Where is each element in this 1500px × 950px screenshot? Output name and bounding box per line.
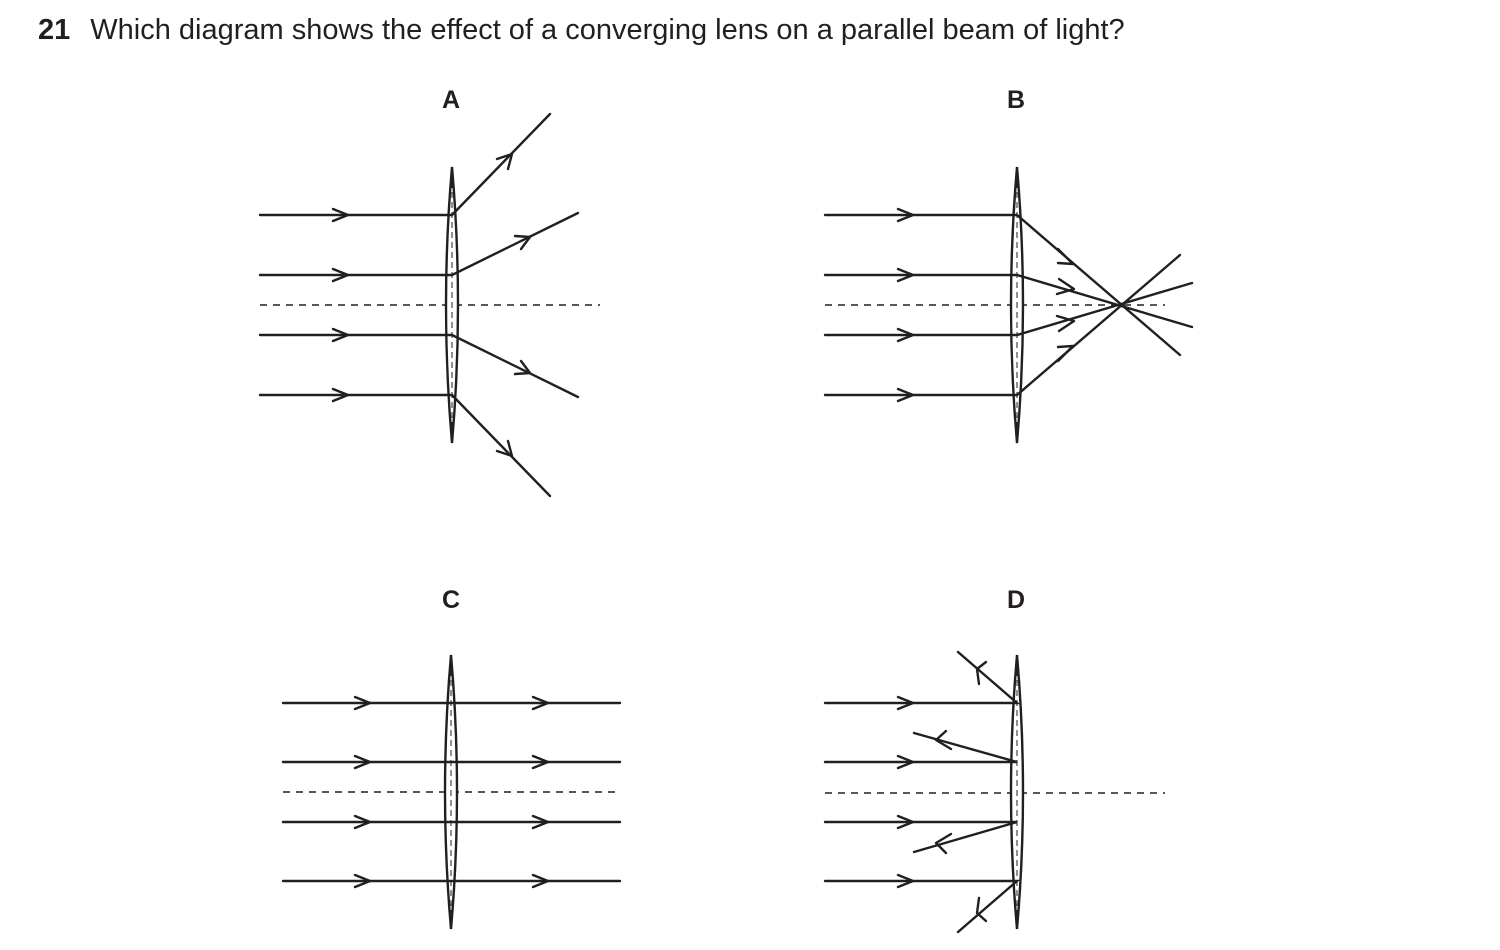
ray-1 [258, 112, 552, 223]
ray-2 [823, 267, 1194, 329]
ray-3 [823, 814, 1018, 855]
ray-3 [258, 327, 580, 399]
ray-4 [823, 253, 1182, 403]
option-b-label[interactable]: B [1006, 86, 1026, 114]
ray-1 [823, 650, 1021, 711]
ray-4 [258, 387, 552, 498]
ray-2 [281, 754, 622, 770]
ray-4 [823, 873, 1021, 934]
ray-1 [823, 207, 1182, 357]
question-text: Which diagram shows the effect of a conv… [90, 14, 1125, 46]
option-a-label[interactable]: A [441, 86, 461, 114]
diagram-d [823, 650, 1165, 934]
diagram-c [281, 654, 622, 930]
ray-1 [281, 695, 622, 711]
ray-3 [823, 281, 1194, 343]
question-number: 21 [38, 14, 71, 46]
diagram-b [823, 166, 1194, 444]
diagram-a [258, 112, 600, 498]
ray-2 [823, 729, 1018, 770]
ray-3 [281, 814, 622, 830]
ray-2 [258, 211, 580, 283]
ray-4 [281, 873, 622, 889]
question-stem: 21 Which diagram shows the effect of a co… [38, 12, 1125, 48]
option-d-label[interactable]: D [1006, 586, 1026, 614]
option-c-label[interactable]: C [441, 586, 461, 614]
